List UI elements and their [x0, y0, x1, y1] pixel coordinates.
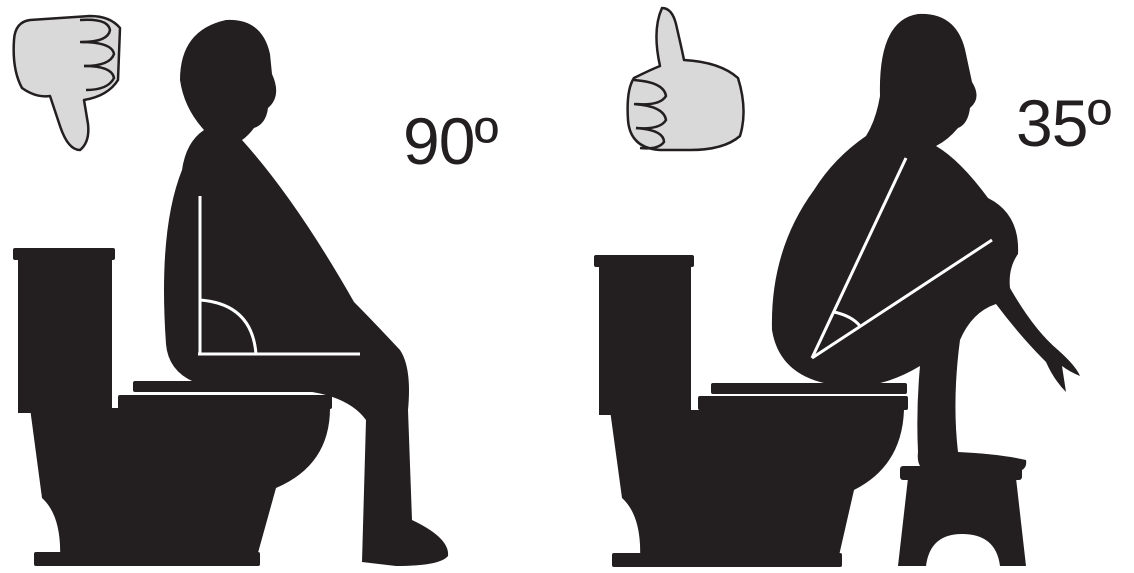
panel-squatting [594, 8, 1080, 567]
panel-sitting [13, 16, 448, 566]
angle-label-squatting: 35º [1016, 90, 1111, 156]
angle-label-sitting: 90º [403, 108, 498, 174]
thumbs-up-icon [628, 8, 744, 150]
step-stool [898, 466, 1026, 566]
thumbs-down-icon [14, 16, 120, 150]
